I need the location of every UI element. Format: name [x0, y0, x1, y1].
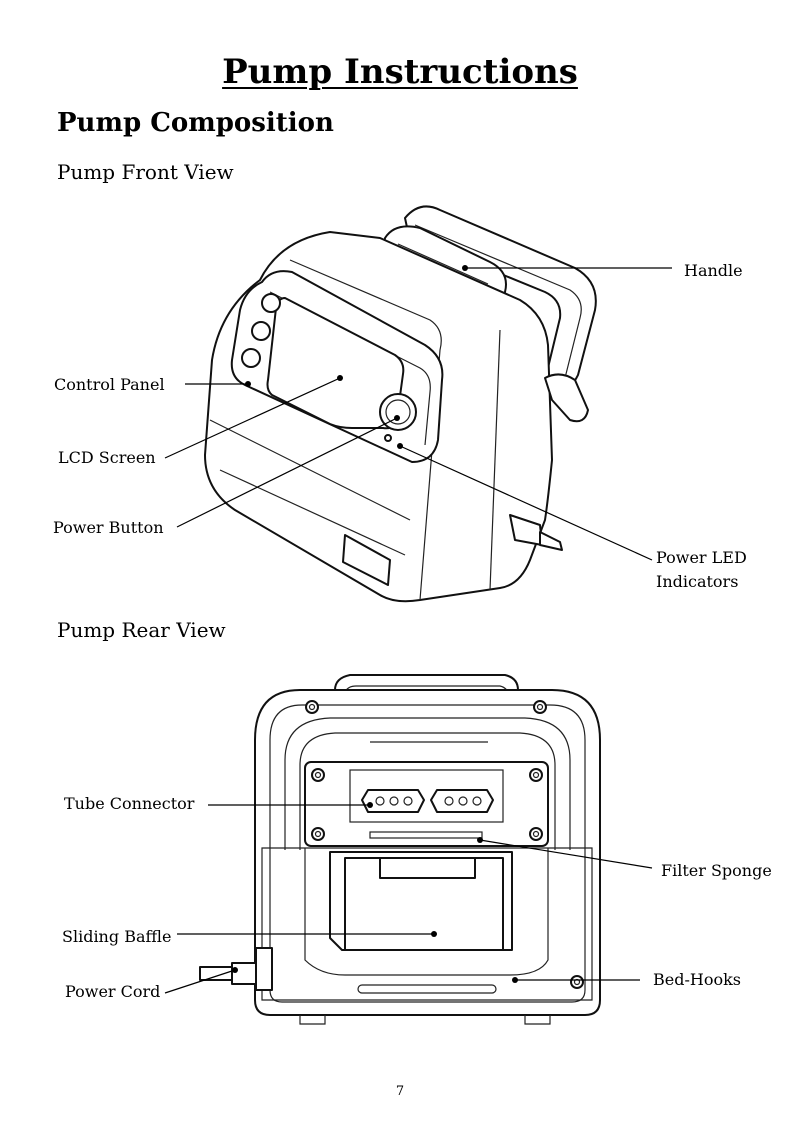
label-power-button: Power Button [53, 518, 164, 537]
control-panel-callout-dot [245, 381, 251, 387]
bed-hooks-callout-dot [512, 977, 518, 983]
filter-sponge-callout-line [479, 839, 653, 869]
label-power-led-line2: Indicators [656, 572, 739, 591]
power-button-callout-dot [394, 415, 400, 421]
power-cord-callout-dot [232, 967, 238, 973]
label-power-cord: Power Cord [65, 982, 161, 1001]
label-bed-hooks: Bed-Hooks [653, 970, 741, 989]
page-title: Pump Instructions [222, 52, 578, 92]
tube-connector-callout-dot [367, 802, 373, 808]
front-view-heading: Pump Front View [57, 160, 234, 184]
filter-sponge-callout-dot [477, 837, 483, 843]
page-number: 7 [395, 1084, 405, 1099]
power-cord-callout-line [164, 969, 236, 994]
lcd-screen-callout-dot [337, 375, 343, 381]
label-sliding-baffle: Sliding Baffle [62, 927, 172, 946]
power-led-callout-line [399, 445, 653, 561]
handle-callout-dot [462, 265, 468, 271]
lcd-screen-callout-line [164, 377, 341, 459]
label-control-panel: Control Panel [54, 375, 165, 394]
section-heading: Pump Composition [57, 108, 334, 138]
label-lcd-screen: LCD Screen [58, 448, 156, 467]
sliding-baffle-callout-dot [431, 931, 437, 937]
label-handle: Handle [684, 261, 743, 280]
label-tube-connector: Tube Connector [64, 794, 195, 813]
power-button-callout-line [176, 417, 398, 528]
rear-view-heading: Pump Rear View [57, 618, 226, 642]
label-filter-sponge: Filter Sponge [661, 861, 772, 880]
label-power-led-line1: Power LED [656, 548, 747, 567]
power-led-callout-dot [397, 443, 403, 449]
